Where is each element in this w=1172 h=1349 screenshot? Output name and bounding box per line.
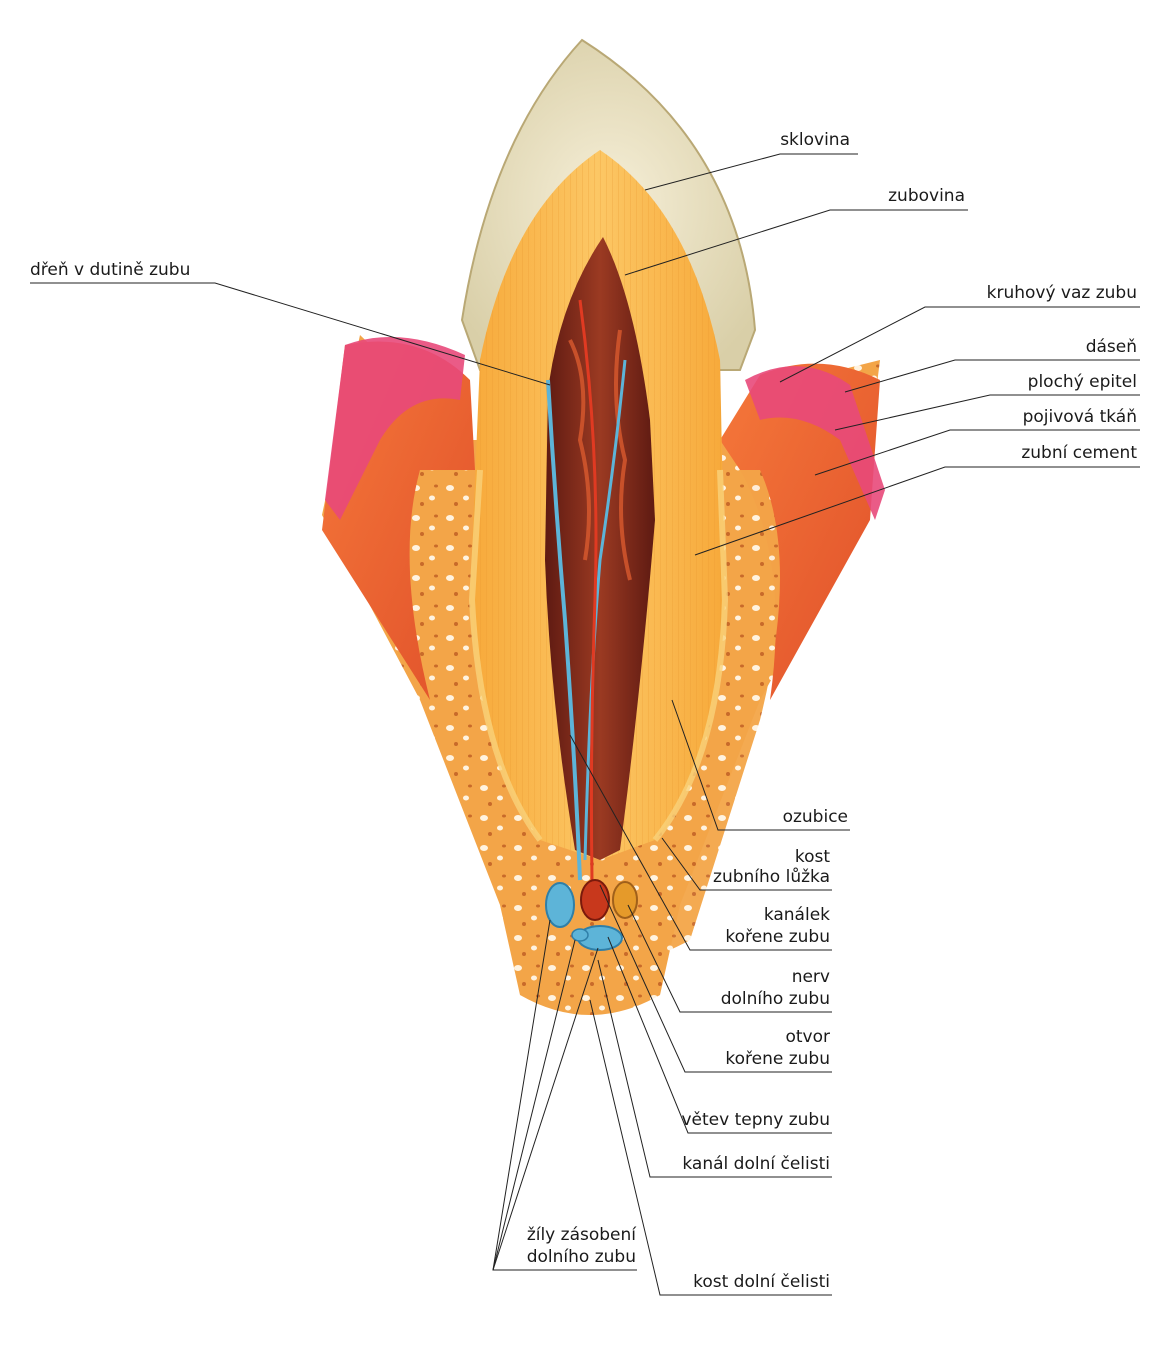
leader-dren (30, 282, 551, 386)
leader-pojivova-tkan (814, 429, 1140, 476)
leader-zily-2 (492, 939, 576, 1271)
leader-kruhovy-vaz (779, 306, 1140, 383)
label-kanalek-2: kořene zubu (725, 927, 830, 947)
canal-nerve (612, 881, 638, 919)
label-ozubice: ozubice (783, 807, 848, 827)
canal-artery (580, 879, 610, 921)
label-nerv-1: nerv (792, 967, 830, 987)
label-vetev-tepny: větev tepny zubu (681, 1110, 830, 1130)
label-kost-celisti: kost dolní čelisti (693, 1272, 830, 1292)
gum-right (745, 366, 885, 520)
connective-tissue-right (720, 363, 880, 700)
vein-branch (583, 359, 627, 861)
leader-zubovina (624, 209, 968, 276)
label-otvor-2: kořene zubu (725, 1049, 830, 1069)
leader-zily-3 (492, 947, 599, 1271)
leader-dasen (844, 359, 1140, 393)
label-zubovina: zubovina (888, 186, 965, 206)
label-nerv-2: dolního zubu (721, 989, 830, 1009)
label-kost-luzka-2: zubního lůžka (713, 867, 830, 887)
cementum (468, 469, 729, 842)
leader-plochy-epitel (834, 394, 1140, 431)
label-kost-luzka-1: kost (795, 847, 830, 867)
pulp-detail (568, 329, 632, 581)
label-zily-2: dolního zubu (527, 1247, 636, 1267)
leader-kanal-celisti (597, 959, 832, 1178)
label-kanalek-1: kanálek (764, 905, 830, 925)
label-kruhovy-vaz: kruhový vaz zubu (987, 283, 1137, 303)
label-dasen: dáseň (1086, 337, 1137, 357)
label-plochy-epitel: plochý epitel (1028, 372, 1137, 392)
leader-kanalek (569, 734, 832, 951)
leader-zubni-cement (694, 466, 1140, 556)
leader-kost-celisti (589, 999, 832, 1296)
leader-sklovina (644, 153, 858, 191)
label-sklovina: sklovina (780, 130, 850, 150)
vein-main (546, 379, 582, 881)
canal-vein-bottom2 (571, 928, 589, 942)
label-dren: dřeň v dutině zubu (30, 260, 190, 280)
label-zily-1: žíly zásobení (527, 1225, 637, 1245)
leader-nerv (627, 904, 832, 1013)
label-kanal-celisti: kanál dolní čelisti (682, 1154, 830, 1174)
canal-vein-left (545, 882, 575, 928)
leader-kost-luzka (661, 837, 832, 891)
artery (578, 299, 598, 881)
leader-otvor (599, 884, 832, 1073)
leader-vetev-tepny (607, 936, 832, 1134)
label-pojivova-tkan: pojivová tkáň (1023, 407, 1137, 427)
alveolar-bone (413, 470, 780, 965)
label-otvor-1: otvor (785, 1027, 830, 1047)
gum-left (325, 337, 465, 520)
leader-ozubice (671, 699, 850, 831)
label-zubni-cement: zubní cement (1021, 443, 1137, 463)
